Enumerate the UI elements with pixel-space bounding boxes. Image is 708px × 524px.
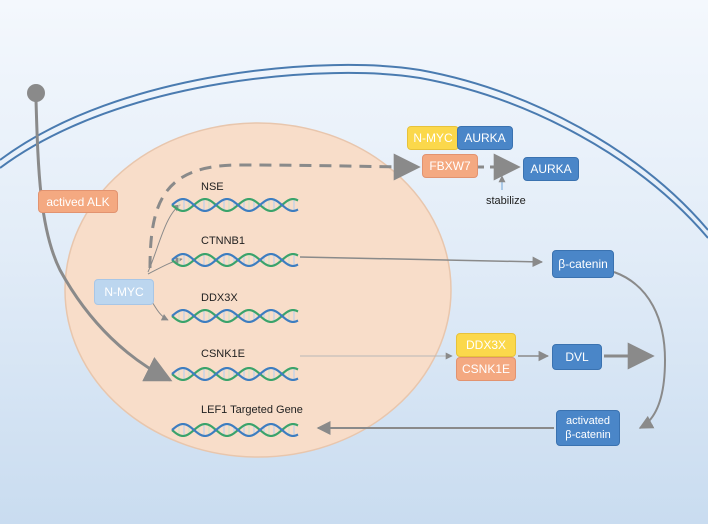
- aurka-complex-box: AURKA: [457, 126, 513, 150]
- beta-catenin-activation-arrow: [613, 271, 667, 429]
- dna-strand: [171, 197, 299, 213]
- dna-helix-csnk1e: [171, 366, 299, 382]
- dna-helix-lef1: [171, 422, 299, 438]
- dna-helix-ddx3x: [171, 308, 299, 324]
- dna-strand: [171, 197, 299, 213]
- cell-membrane: [0, 63, 708, 239]
- dna-helix-nse: [171, 197, 299, 213]
- gene-label-nse: NSE: [201, 181, 224, 193]
- gene-label-ctnnb1: CTNNB1: [201, 235, 246, 247]
- nmyc-complex-box: N-MYC: [407, 126, 459, 150]
- gene-label-ddx3x: DDX3X: [201, 292, 238, 304]
- dna-strand: [171, 252, 299, 268]
- dna-strand: [171, 366, 299, 382]
- dna-strand: [171, 252, 299, 268]
- dna-strand: [171, 422, 299, 438]
- dna-helices: [171, 197, 299, 438]
- dna-strand: [171, 308, 299, 324]
- dvl-box: DVL: [552, 344, 602, 370]
- stabilize-label: stabilize: [486, 195, 526, 207]
- alk-receptor: [27, 84, 173, 382]
- dna-strand: [171, 308, 299, 324]
- ctnnb1-to-beta-catenin-arrow: [299, 256, 544, 268]
- nmyc-nucleus-box: N-MYC: [94, 279, 154, 305]
- aurka-box: AURKA: [523, 157, 579, 181]
- dna-strand: [171, 366, 299, 382]
- csnk1e-protein-box: CSNK1E: [456, 357, 516, 381]
- fbxw7-box: FBXW7: [422, 154, 478, 178]
- dna-strand: [171, 422, 299, 438]
- ddx3x-protein-box: DDX3X: [456, 333, 516, 357]
- gene-label-csnk1e: CSNK1E: [201, 348, 246, 360]
- activated-beta-catenin-box: activated β-catenin: [556, 410, 620, 446]
- dna-helix-ctnnb1: [171, 252, 299, 268]
- beta-catenin-box: β-catenin: [552, 250, 614, 278]
- actived-alk-box: actived ALK: [38, 190, 118, 213]
- gene-label-lef1: LEF1 Targeted Gene: [201, 404, 303, 416]
